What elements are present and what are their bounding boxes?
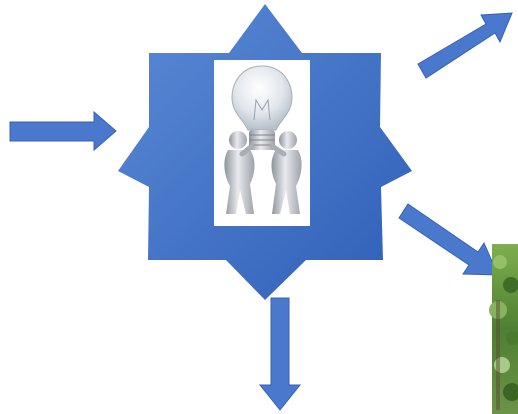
output-arrow-down — [258, 297, 302, 411]
lightbulb-figures-image — [214, 60, 310, 226]
foliage-photo — [489, 244, 518, 414]
output-arrow-up-right — [417, 12, 513, 79]
output-arrow-down-right — [398, 203, 499, 276]
input-arrow — [9, 110, 117, 152]
